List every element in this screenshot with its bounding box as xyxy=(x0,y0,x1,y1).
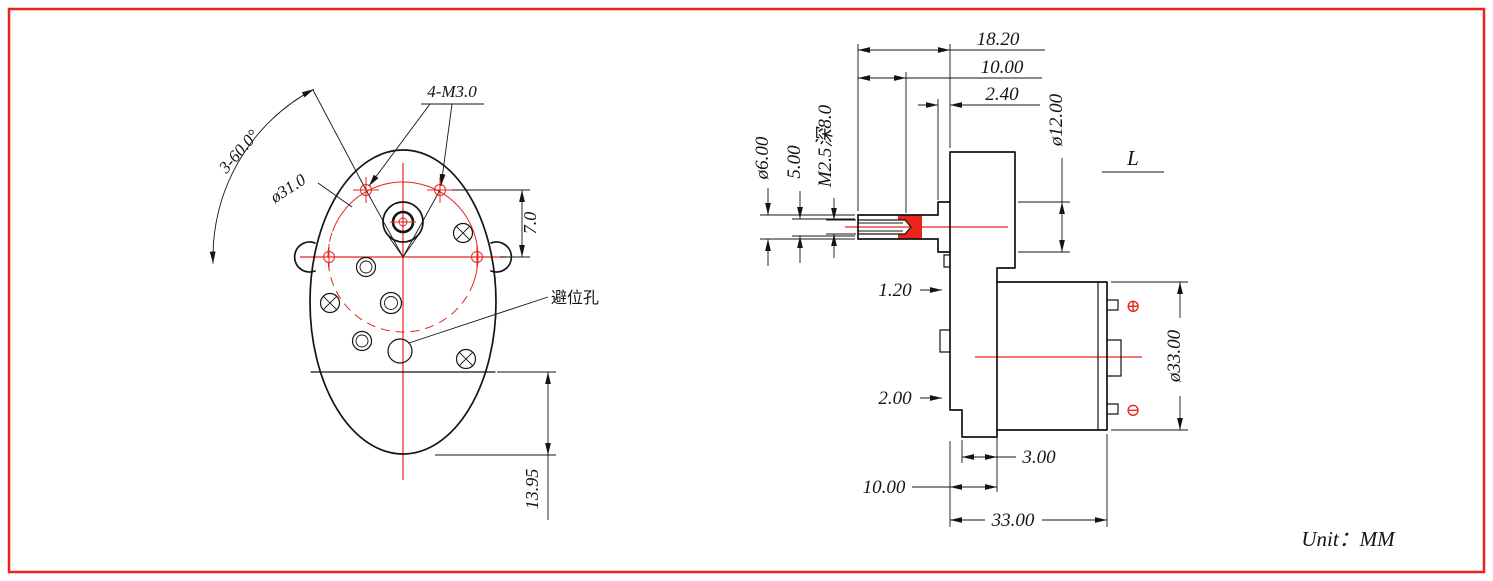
side-view: ⊕ ⊖ 18.20 10.00 2.40 xyxy=(752,29,1188,531)
gearbox-depth-dimension-text: 10.00 xyxy=(863,477,906,498)
angle-dimension-text: 3-60.0° xyxy=(214,126,262,178)
unit-note: Unit：MM xyxy=(1301,527,1396,551)
section-hatch xyxy=(898,215,922,239)
output-shaft-side xyxy=(857,214,939,240)
hole-callout-text: 4-M3.0 xyxy=(427,82,477,101)
hole-callout: 4-M3.0 xyxy=(368,82,484,187)
gearbox-depth-dimension: 10.00 xyxy=(863,477,997,498)
negative-terminal-icon: ⊖ xyxy=(1125,400,1140,420)
assembly-screws xyxy=(319,222,477,370)
hole-offset-dimension-text: 7.0 xyxy=(520,212,540,235)
body-length-dimension: 33.00 xyxy=(950,510,1107,531)
thread-callout: M2.5深8.0 xyxy=(815,104,856,258)
step-dimension-1-text: 1.20 xyxy=(878,280,912,301)
bottom-dimension: 13.95 xyxy=(435,371,556,520)
shaft-diameter-dimension-text: ø6.00 xyxy=(752,136,773,180)
side-view-centerlines xyxy=(845,226,1142,358)
boss-diameter-dimension-text: ø12.00 xyxy=(1046,93,1067,147)
shaft-total-dimension-text: 18.20 xyxy=(977,29,1020,50)
shaft-boss xyxy=(937,201,951,253)
step-dimension-2: 2.00 xyxy=(878,388,942,409)
m3-hole xyxy=(464,244,490,270)
hole-offset-dimension: 7.0 xyxy=(452,189,540,258)
mounting-holes-m3 xyxy=(316,177,490,270)
bolt-circle-dimension-text: ø31.0 xyxy=(266,170,310,208)
shaft-flat-dimension-text: 5.00 xyxy=(784,145,805,179)
boss-protrusion-dimension: 2.40 xyxy=(918,84,1040,108)
bottom-dimension-text: 13.95 xyxy=(522,469,542,510)
screw-icon xyxy=(319,292,341,314)
gearbox-body xyxy=(939,151,1016,438)
shaft-length-dimension-text: 10.00 xyxy=(981,57,1024,78)
step-dimension-1: 1.20 xyxy=(878,280,942,301)
motor-diameter-dimension-text: ø33.00 xyxy=(1164,329,1185,383)
boss-protrusion-dimension-text: 2.40 xyxy=(985,84,1019,105)
step-dimension-2-text: 2.00 xyxy=(878,388,912,409)
bolt-circle-dimension: ø31.0 xyxy=(266,170,353,208)
plate-dimension: 3.00 xyxy=(962,447,1056,468)
plate-dimension-text: 3.00 xyxy=(1021,447,1056,468)
drawing-border xyxy=(7,7,1486,574)
m3-hole xyxy=(353,177,379,203)
shaft-diameter-dimension: ø6.00 xyxy=(752,136,855,266)
clearance-hole: 避位孔 xyxy=(387,289,599,364)
length-label-text: L xyxy=(1126,146,1139,170)
shaft-length-dimension: 10.00 xyxy=(858,57,1042,81)
positive-terminal-icon: ⊕ xyxy=(1125,296,1140,316)
screw-icon xyxy=(455,348,477,370)
gearbox-housing-outline xyxy=(293,149,513,455)
boss-diameter-dimension: ø12.00 xyxy=(1018,93,1070,253)
motor-diameter-dimension: ø33.00 xyxy=(1111,281,1188,431)
m3-hole xyxy=(316,244,342,270)
length-label: L xyxy=(1102,146,1164,173)
motor-body xyxy=(996,281,1122,431)
shaft-flat-dimension: 5.00 xyxy=(784,145,855,263)
shaft-total-dimension: 18.20 xyxy=(858,29,1045,53)
front-view: 避位孔 4-M3.0 3-60.0° ø31.0 7.0 xyxy=(209,82,599,520)
bolt-circle xyxy=(327,181,479,333)
body-length-dimension-text: 33.00 xyxy=(991,510,1035,531)
screw-icon xyxy=(452,222,474,244)
clearance-hole-label: 避位孔 xyxy=(551,289,599,307)
hole-radial-lines xyxy=(312,89,441,258)
gear-pins xyxy=(351,256,403,352)
top-extension-lines xyxy=(857,44,951,213)
thread-callout-text: M2.5深8.0 xyxy=(815,104,836,188)
m3-hole xyxy=(427,177,453,203)
motor-terminals: ⊕ ⊖ xyxy=(1106,296,1141,420)
